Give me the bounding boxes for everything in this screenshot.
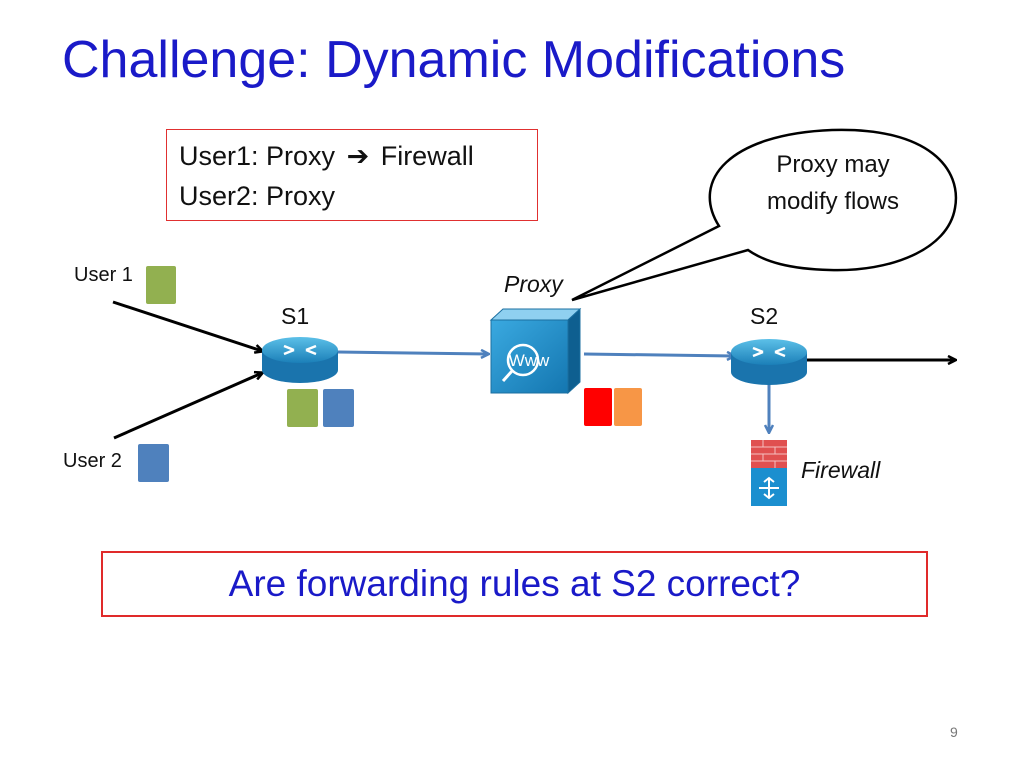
label-s2: S2	[750, 303, 779, 329]
right-arrow-icon: ➔	[346, 141, 370, 171]
firewall-icon	[751, 440, 787, 506]
callout-text: Proxy may modify flows	[766, 151, 900, 215]
question-text: Are forwarding rules at S2 correct?	[228, 563, 801, 604]
switch-s2-icon	[731, 339, 807, 385]
page-number: 9	[950, 724, 958, 740]
switch-s1-icon	[262, 337, 338, 383]
packet-proxy-orange	[614, 388, 642, 426]
link-user1-s1	[112, 300, 262, 351]
policy-line-user2: User2: Proxy	[179, 181, 336, 211]
slide-title: Challenge: Dynamic Modifications	[62, 31, 846, 89]
link-proxy-s2	[583, 354, 734, 356]
link-user2-s1	[113, 373, 262, 440]
packet-user1	[146, 266, 176, 304]
packet-proxy-red	[584, 388, 612, 426]
packet-s1-blue	[323, 389, 354, 427]
label-proxy: Proxy	[504, 271, 563, 297]
link-s1-proxy	[337, 352, 488, 354]
label-user2: User 2	[63, 450, 122, 472]
label-user1: User 1	[74, 264, 133, 286]
policy-user1-prefix: User1: Proxy	[179, 141, 336, 171]
packet-user2	[138, 444, 169, 482]
policy-box: User1: Proxy ➔ Firewall User2: Proxy	[166, 129, 538, 221]
label-s1: S1	[281, 303, 310, 329]
label-firewall: Firewall	[801, 457, 881, 483]
proxy-icon-text: Www	[509, 351, 550, 370]
policy-user1-suffix: Firewall	[380, 141, 474, 171]
policy-line-user1: User1: Proxy ➔ Firewall	[179, 136, 537, 176]
question-box: Are forwarding rules at S2 correct?	[101, 551, 928, 617]
packet-s1-green	[287, 389, 318, 427]
proxy-appliance-icon: Www	[489, 307, 582, 395]
callout-bubble	[571, 128, 958, 302]
